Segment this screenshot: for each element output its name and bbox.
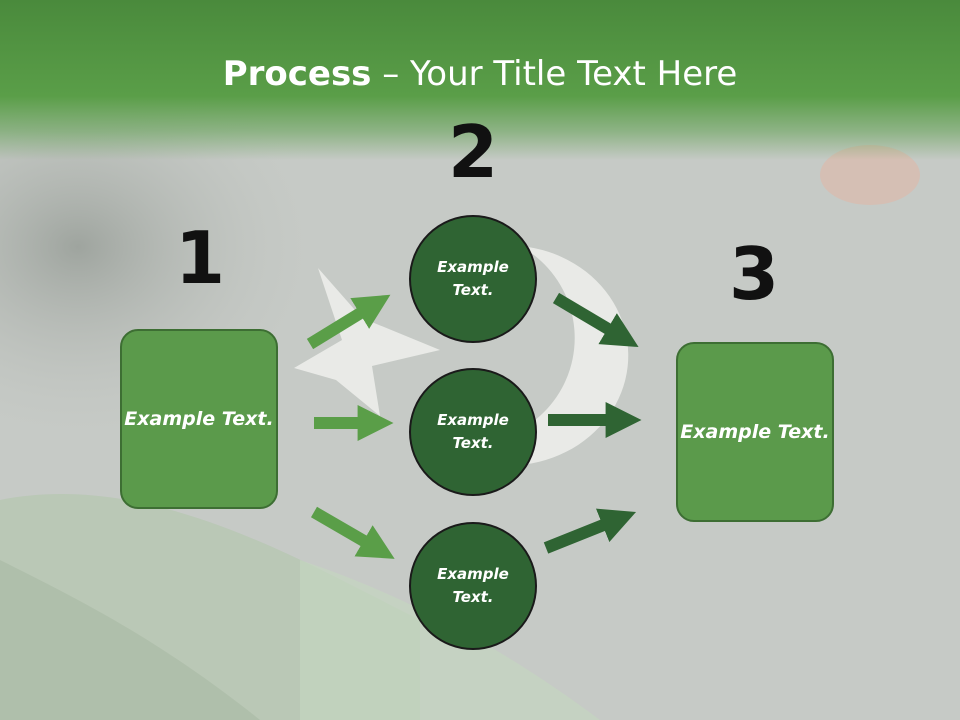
circle-middle-text: Example Text.: [437, 411, 509, 452]
step-box-3-text: Example Text.: [680, 420, 830, 443]
circle-top: Example Text.: [409, 215, 537, 343]
circle-bottom: Example Text.: [409, 522, 537, 650]
step-number-3: 3: [728, 232, 780, 316]
circle-top-text: Example Text.: [437, 258, 509, 299]
step-number-2: 2: [447, 110, 499, 194]
step-box-1: Example Text.: [120, 329, 278, 509]
arrow-top-to-3: [552, 292, 639, 348]
step-number-1: 1: [174, 216, 226, 300]
circle-middle: Example Text.: [409, 368, 537, 496]
arrow-1-to-bottom: [310, 506, 395, 559]
title-bold: Process: [222, 54, 372, 94]
arrow-1-to-top: [306, 294, 391, 350]
title-rest: – Your Title Text Here: [371, 54, 738, 94]
star-shape: [294, 268, 440, 416]
header-band: [0, 0, 960, 160]
arrow-bottom-to-3: [543, 508, 637, 554]
step-box-3: Example Text.: [676, 342, 834, 522]
step-box-1-text: Example Text.: [124, 407, 274, 430]
slide-title: Process – Your Title Text Here: [0, 52, 960, 96]
circle-bottom-text: Example Text.: [437, 565, 509, 606]
